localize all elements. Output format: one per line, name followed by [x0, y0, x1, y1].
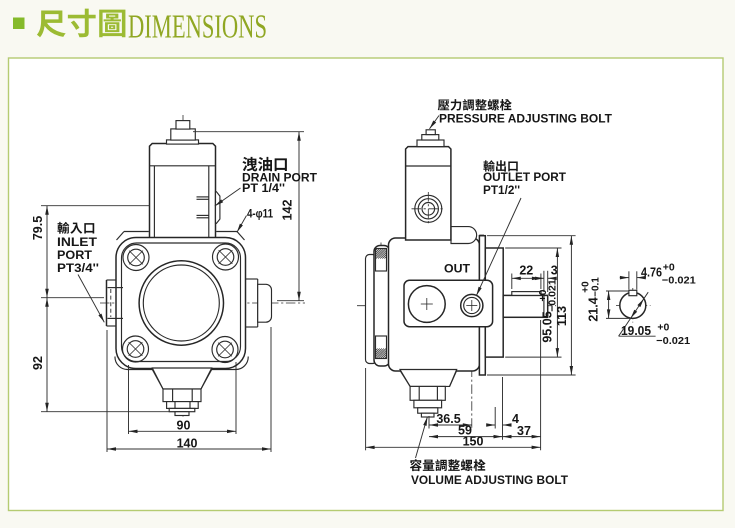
drain-port-boss [214, 191, 221, 224]
dim-19-05-tol-up: +0 [657, 321, 669, 333]
side-labels: PRESSURE ADJUSTING BOLT OUTLET PORT PT1/… [409, 99, 613, 487]
pressure-bolt-nut [421, 134, 440, 141]
dim-36-5: 36.5 [436, 412, 460, 426]
inlet-port-front [105, 279, 123, 327]
dim-21-4-tol-up: +0 [581, 281, 592, 293]
pump-bore-outer-circle [138, 260, 225, 346]
dim-95-05: 95.05 [541, 311, 555, 342]
piston-circle [407, 284, 446, 324]
dim-3: 3 [551, 263, 558, 277]
side-drain-boss [450, 226, 478, 245]
pressure-bolt-label-en: PRESSURE ADJUSTING BOLT [439, 112, 613, 126]
drain-port-size: PT 1/4'' [242, 181, 285, 195]
dim-4-76-tol-low: −0.021 [662, 274, 696, 286]
drain-port-label-en: DRAIN PORT [242, 171, 318, 185]
pressure-bolt-tip-front [175, 120, 191, 130]
page-title-english: DIMENSIONS [128, 9, 267, 46]
inlet-port-label-en2: PORT [57, 248, 93, 262]
shaft-key [511, 291, 542, 296]
mounting-bolt-hole-3 [121, 335, 150, 363]
outlet-boss-front [246, 278, 273, 328]
front-valve-tower [148, 142, 217, 241]
shaft-end-detail: 4.76 +0 −0.021 21.4 +0 −0.1 19.05 +0 −0.… [581, 262, 696, 348]
dim-113: 113 [555, 306, 569, 326]
outlet-port-circle-inner [463, 296, 481, 315]
cover-screw-block [374, 247, 388, 272]
outlet-port-circle-outer [459, 293, 484, 318]
mounting-bolt-hole-4 [211, 335, 239, 364]
drain-port-side-rings [411, 192, 445, 226]
pressure-bolt-tip [425, 129, 436, 136]
dim-4-76-tol-up: +0 [663, 262, 675, 274]
dim-4: 4 [512, 412, 519, 426]
valve-chamber-window [403, 279, 494, 328]
flange-inner-outline [120, 242, 242, 363]
bolt-holes-label: 4-φ11 [247, 209, 274, 221]
volume-bolt-label-en: VOLUME ADJUSTING BOLT [411, 473, 569, 487]
inlet-port-label-en1: INLET [57, 235, 98, 249]
pressure-bolt-collar [416, 139, 445, 148]
front-view: 142 79.5 92 90 140 DRAIN PORT PT 1/4'' 4… [31, 115, 318, 452]
side-dimensions: 22 3 95.05 +0 −0.021 113 36.5 4 59 37 15… [365, 115, 576, 459]
dim-22: 22 [519, 263, 533, 277]
dim-37: 37 [517, 424, 531, 438]
dim-19-05: 19.05 [621, 324, 651, 338]
pump-flange-outline [115, 236, 247, 370]
page-title-chinese [36, 8, 126, 38]
side-view: OUT 22 3 95.05 +0 −0.021 113 36.5 4 59 3… [357, 99, 613, 487]
dim-59: 59 [458, 424, 472, 438]
mounting-bolt-hole-2 [211, 243, 240, 271]
pump-bore-inner-circle [142, 264, 220, 342]
mounting-bolt-hole-1 [122, 243, 150, 272]
dim-140: 140 [177, 436, 198, 450]
volume-bolt-front [151, 367, 213, 417]
front-dimensions: 142 79.5 92 90 140 [31, 131, 304, 452]
keyway-notch [628, 289, 638, 297]
page-header: DIMENSIONS [13, 9, 267, 46]
outlet-port-label-en: OUTLET PORT [483, 170, 567, 184]
dim-92: 92 [31, 356, 45, 370]
outlet-port-size: PT1/2'' [483, 183, 520, 197]
header-bullet-icon [13, 17, 25, 29]
dim-150: 150 [463, 435, 484, 449]
dim-19-05-tol-low: −0.021 [656, 335, 690, 347]
dim-4-76: 4.76 [641, 265, 662, 279]
dim-95-05-tol-low: −0.021 [547, 279, 559, 312]
inlet-port-size: PT3/4'' [57, 261, 99, 275]
dim-142: 142 [281, 200, 295, 221]
dim-79-5: 79.5 [31, 216, 45, 240]
volume-bolt-side [398, 368, 458, 418]
dim-95-05-tol-up: +0 [537, 289, 549, 301]
pressure-bolt-nut-front [170, 128, 196, 141]
dim-21-4-tol-low: −0.1 [590, 277, 601, 297]
front-labels: DRAIN PORT PT 1/4'' 4-φ11 INLET PORT PT3… [57, 156, 318, 275]
dim-21-4: 21.4 [586, 297, 600, 321]
cover-screw-block [374, 335, 388, 360]
dim-90: 90 [177, 419, 191, 433]
out-marking: OUT [444, 262, 471, 276]
